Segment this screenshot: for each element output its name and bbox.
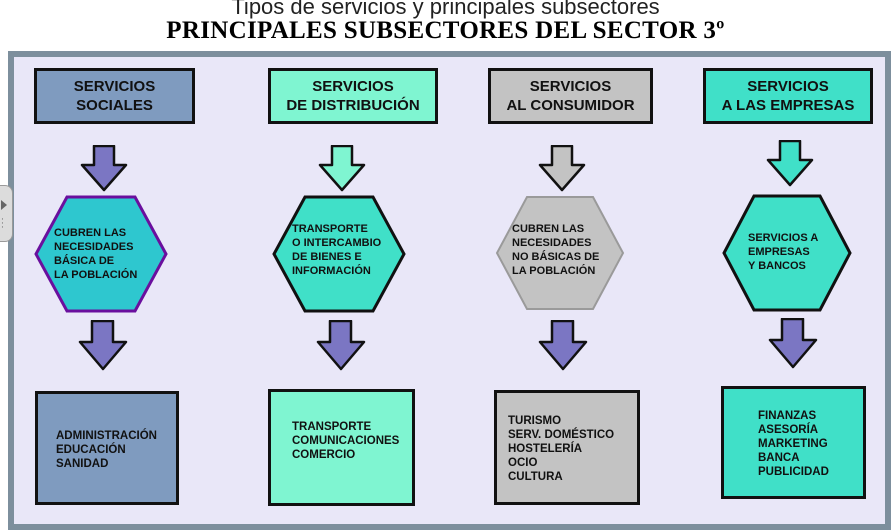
hex-line: CUBREN LAS: [54, 227, 127, 239]
item-label: TRANSPORTE: [292, 420, 372, 433]
hexagon-sociales: CUBREN LAS NECESIDADES BÁSICA DE LA POBL…: [34, 195, 168, 313]
down-arrow-icon: [768, 318, 818, 369]
item-label: OCIO: [508, 456, 538, 469]
header-line: SERVICIOS: [312, 78, 394, 95]
item-label: ADMINISTRACIÓN: [56, 430, 157, 442]
items-servicios-consumidor: TURISMO SERV. DOMÉSTICO HOSTELERÍA OCIO …: [494, 390, 640, 505]
hex-line: LA POBLACIÓN: [54, 269, 138, 281]
header-servicios-consumidor: SERVICIOS AL CONSUMIDOR: [488, 68, 653, 124]
hex-line: SERVICIOS A: [748, 232, 819, 244]
side-panel-handle[interactable]: ···: [0, 185, 13, 242]
hex-line: DE BIENES E: [292, 251, 362, 263]
header-servicios-empresas: SERVICIOS A LAS EMPRESAS: [703, 68, 873, 124]
items-servicios-sociales: ADMINISTRACIÓN EDUCACIÓN SANIDAD: [35, 391, 179, 505]
header-line: SERVICIOS: [529, 78, 612, 95]
header-line: SOCIALES: [76, 97, 153, 114]
items-servicios-distribucion: TRANSPORTE COMUNICACIONES COMERCIO: [268, 389, 415, 506]
grip-dots-icon: ···: [1, 215, 4, 233]
header-line: SERVICIOS: [747, 78, 829, 95]
hex-line: O INTERCAMBIO: [292, 237, 382, 249]
title-line-1: Tipos de servicios y principales subsect…: [231, 0, 660, 19]
item-label: CULTURA: [508, 470, 563, 483]
down-arrow-icon: [78, 320, 128, 371]
item-label: SANIDAD: [56, 458, 109, 470]
down-arrow-icon: [316, 320, 366, 371]
hex-line: EMPRESAS: [748, 246, 810, 258]
hex-line: INFORMACIÓN: [292, 265, 371, 277]
item-label: COMERCIO: [292, 448, 356, 461]
down-arrow-icon: [538, 145, 586, 192]
header-line: SERVICIOS: [73, 78, 156, 95]
item-label: FINANZAS: [758, 409, 817, 422]
header-line: AL CONSUMIDOR: [506, 97, 635, 114]
item-label: TURISMO: [508, 414, 562, 427]
hexagon-distribucion: TRANSPORTE O INTERCAMBIO DE BIENES E INF…: [272, 195, 406, 313]
item-label: PUBLICIDAD: [758, 465, 829, 478]
hex-line: NECESIDADES: [54, 241, 134, 253]
item-label: HOSTELERÍA: [508, 442, 583, 455]
hex-line: Y BANCOS: [748, 260, 806, 272]
down-arrow-icon: [318, 145, 366, 192]
header-line: DE DISTRIBUCIÓN: [286, 97, 420, 114]
header-line: A LAS EMPRESAS: [721, 97, 855, 114]
hex-line: LA POBLACIÓN: [512, 265, 596, 277]
hexagon-empresas: SERVICIOS A EMPRESAS Y BANCOS: [722, 194, 852, 312]
item-label: MARKETING: [758, 437, 828, 450]
item-label: EDUCACIÓN: [56, 444, 126, 456]
header-servicios-distribucion: SERVICIOS DE DISTRIBUCIÓN: [268, 68, 438, 124]
hex-line: TRANSPORTE: [292, 223, 368, 235]
item-label: COMUNICACIONES: [292, 434, 400, 447]
down-arrow-icon: [80, 145, 128, 192]
hex-line: BÁSICA DE: [54, 255, 115, 267]
items-servicios-empresas: FINANZAS ASESORÍA MARKETING BANCA PUBLIC…: [721, 386, 866, 499]
item-label: SERV. DOMÉSTICO: [508, 428, 615, 441]
down-arrow-icon: [766, 140, 814, 187]
expand-arrow-icon: [1, 200, 7, 210]
hex-line: NECESIDADES: [512, 237, 592, 249]
hex-line: NO BÁSICAS DE: [512, 251, 600, 263]
item-label: ASESORÍA: [758, 423, 819, 436]
hexagon-consumidor: CUBREN LAS NECESIDADES NO BÁSICAS DE LA …: [495, 195, 625, 311]
header-servicios-sociales: SERVICIOS SOCIALES: [34, 68, 195, 124]
title-line-2: PRINCIPALES SUBSECTORES DEL SECTOR 3º: [166, 17, 725, 44]
hex-line: CUBREN LAS: [512, 223, 585, 235]
down-arrow-icon: [538, 320, 588, 371]
item-label: BANCA: [758, 451, 800, 464]
